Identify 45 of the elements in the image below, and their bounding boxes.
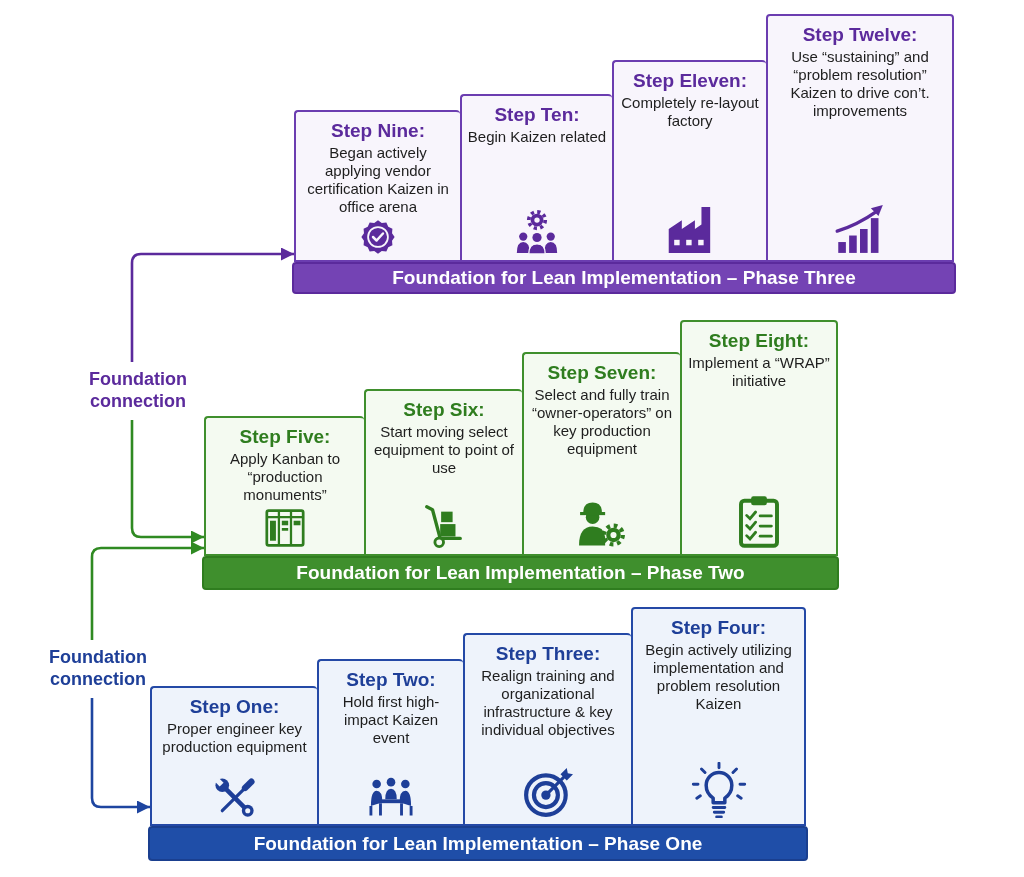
step-description: Completely re-layout factory xyxy=(620,94,760,130)
step-card xyxy=(612,60,766,262)
connector-label: Foundation connection xyxy=(40,640,156,698)
step-heading: Step Nine: xyxy=(331,119,425,142)
arrow xyxy=(90,541,204,640)
step-description: Began actively applying vendor certification Kaizen in office arena xyxy=(306,144,450,216)
step-card xyxy=(294,110,460,262)
step-description: Start moving select equipment to point of use xyxy=(372,423,516,477)
step-description: Begin Kaizen related xyxy=(467,128,607,146)
step-card xyxy=(364,389,522,556)
step-heading: Step Five: xyxy=(239,425,331,448)
step-heading: Step Four: xyxy=(671,616,766,639)
step-heading: Step Seven: xyxy=(547,361,657,384)
step-description: Begin actively utilizing implementation and problem resolution Kaizen xyxy=(644,641,793,713)
step-description: Use “sustaining” and “problem resolution” Kaizen to drive con’t. improvements xyxy=(789,48,931,120)
step-heading: Step Two: xyxy=(346,668,436,691)
step-card xyxy=(631,607,806,826)
step-description: Realign training and organizational infrastructure & key individual objectives xyxy=(480,667,616,739)
connector-label: Foundation connection xyxy=(80,362,196,420)
arrow xyxy=(130,420,204,544)
step-card xyxy=(204,416,364,556)
step-heading: Step Eleven: xyxy=(632,69,747,92)
step-heading: Step One: xyxy=(189,695,280,718)
phase-banner: Foundation for Lean Implementation – Phase Two xyxy=(202,556,839,590)
step-card xyxy=(460,94,612,262)
step-heading: Step Three: xyxy=(495,642,601,665)
step-description: Implement a “WRAP” initiative xyxy=(687,354,831,390)
step-card xyxy=(766,14,954,262)
arrow xyxy=(90,698,150,814)
phase-banner: Foundation for Lean Implementation – Phase One xyxy=(148,826,808,861)
step-card xyxy=(463,633,631,826)
step-description: Hold first high-impact Kaizen event xyxy=(341,693,441,747)
step-card xyxy=(522,352,680,556)
phase-banner: Foundation for Lean Implementation – Phase Three xyxy=(292,262,956,294)
step-heading: Step Ten: xyxy=(494,103,580,126)
step-heading: Step Eight: xyxy=(708,329,810,352)
step-description: Select and fully train “owner-operators” on key production equipment xyxy=(530,386,674,458)
step-description: Proper engineer key production equipment xyxy=(161,720,308,756)
step-card xyxy=(317,659,463,826)
step-heading: Step Six: xyxy=(403,398,485,421)
step-description: Apply Kanban to “production monuments” xyxy=(228,450,342,504)
step-card xyxy=(680,320,838,556)
step-card xyxy=(150,686,317,826)
arrow xyxy=(130,247,294,362)
step-heading: Step Twelve: xyxy=(802,23,918,46)
